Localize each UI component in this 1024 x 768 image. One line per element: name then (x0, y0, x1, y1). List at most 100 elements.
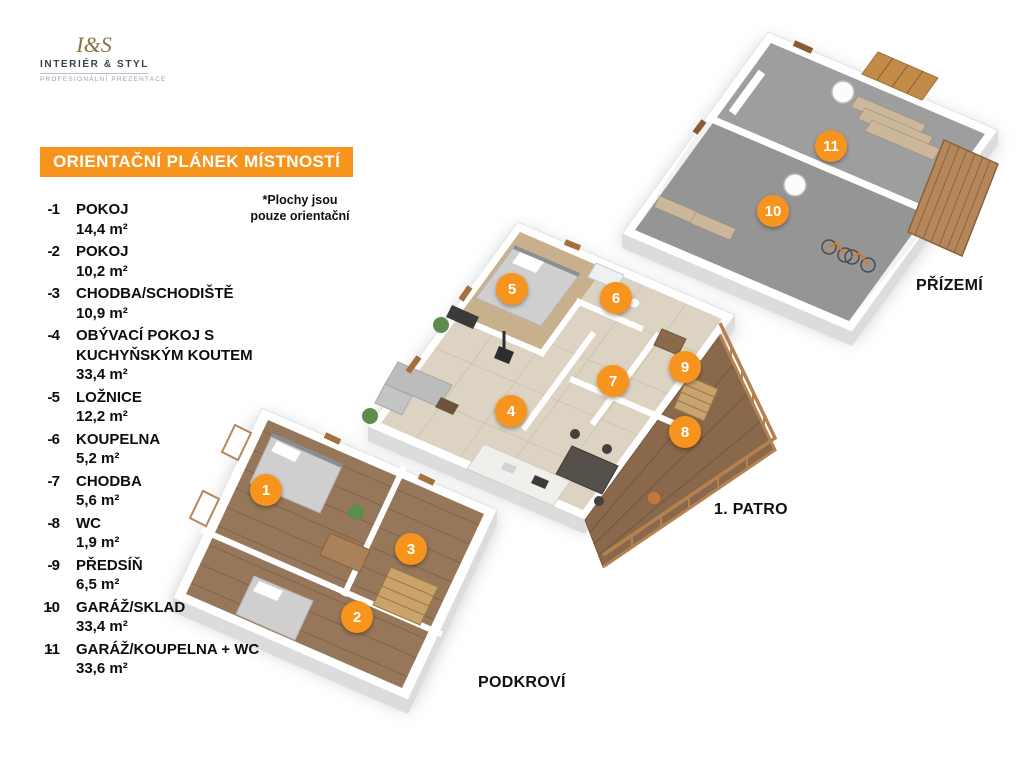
legend-room-area: 5,2 m² (76, 450, 120, 467)
staircase (861, 51, 939, 101)
legend-room-area: 10,9 m² (76, 304, 128, 322)
deck-chair (646, 490, 662, 506)
legend-room-area: 6,5 m² (76, 576, 120, 593)
room-marker-5: 5 (496, 273, 528, 305)
room-marker-8: 8 (669, 416, 701, 448)
floor-label-prizemi: PŘÍZEMÍ (916, 277, 983, 294)
legend-separator: - (47, 285, 53, 302)
legend-room-area: 10,2 m² (76, 262, 128, 280)
bed-room2 (235, 575, 314, 641)
legend-room-area: 33,4 m² (76, 618, 128, 635)
room-marker-3: 3 (395, 533, 427, 565)
logo-monogram: I&S (76, 32, 112, 57)
dormer-windows (188, 423, 253, 528)
legend-room-number: 3 (51, 285, 60, 302)
legend-room-name: KOUPELNA (76, 430, 161, 448)
window-frames (323, 432, 436, 486)
legend-room-number: 7 (51, 472, 60, 490)
legend-room-name: POKOJ (76, 243, 129, 260)
legend-room-area: 12,2 m² (76, 408, 128, 425)
legend-item-8: 8- WC 1,9 m² (40, 514, 268, 553)
legend-room-name: OBÝVACÍ POKOJ S KUCHYŇSKÝM KOUTEM (76, 327, 253, 364)
legend-item-3: 3- CHODBA/SCHODIŠTĚ 10,9 m² (40, 284, 268, 323)
legend-room-name: CHODBA/SCHODIŠTĚ (76, 285, 234, 302)
legend-separator: - (47, 201, 53, 218)
legend-room-number: 5 (51, 388, 60, 406)
wardrobe (319, 532, 371, 573)
entry-partition-wall (728, 69, 766, 116)
concrete-floor (635, 43, 985, 321)
logo-tagline: PROFESIONÁLNÍ PREZENTACE (40, 76, 167, 83)
legend-separator: - (47, 598, 53, 616)
room-marker-6: 6 (600, 282, 632, 314)
legend-room-area: 1,9 m² (76, 534, 120, 551)
stairs-down (673, 375, 719, 422)
legend-room-number: 4 (51, 327, 60, 344)
legend-room-number: 9 (51, 556, 60, 574)
room-marker-1: 1 (250, 474, 282, 506)
legend-separator: - (47, 327, 53, 344)
bed-room1 (249, 433, 343, 514)
garage-divider-wall (705, 113, 939, 219)
legend-room-area: 5,6 m² (76, 492, 120, 509)
legend-room-area: 33,6 m² (76, 660, 128, 677)
legend-room-number: 6 (51, 430, 60, 448)
potted-plant (433, 317, 449, 333)
terrace-railing (602, 322, 778, 569)
legend-room-area: 14,4 m² (76, 220, 128, 238)
legend-room-name: PŘEDSÍŇ (76, 556, 143, 574)
interior-walls (446, 297, 675, 432)
floor-slab-edge (173, 510, 497, 714)
room-marker-9: 9 (669, 351, 701, 383)
legend-item-6: 6- KOUPELNA 5,2 m² (40, 430, 268, 469)
floor-slab-edge (368, 315, 735, 534)
legend-separator: - (47, 472, 53, 490)
page-title: ORIENTAČNÍ PLÁNEK MÍSTNOSTÍ (40, 147, 354, 177)
wood-slat-wall (907, 138, 999, 258)
door-frame-2 (692, 119, 707, 135)
legend-separator: - (47, 243, 53, 260)
disclaimer-note: *Plochy jsou pouze orientační (250, 193, 350, 223)
wood-stove (494, 331, 514, 364)
room-marker-2: 2 (341, 601, 373, 633)
legend-room-number: 10 (43, 598, 60, 616)
legend-room-number: 1 (51, 201, 60, 218)
room-marker-10: 10 (757, 195, 789, 227)
coffee-table (435, 397, 459, 415)
legend-room-name: WC (76, 514, 101, 532)
legend-room-name: CHODBA (76, 472, 142, 490)
door-frame (792, 40, 814, 54)
logo-name: INTERIÉR & STYL (40, 59, 148, 74)
legend-item-1: 1- POKOJ 14,4 m² (40, 200, 268, 239)
legend-separator: - (47, 430, 53, 448)
legend-room-number: 2 (51, 243, 60, 260)
room-marker-7: 7 (597, 365, 629, 397)
legend-room-name: GARÁŽ/KOUPELNA + WC (76, 640, 260, 658)
wall-shelves (653, 195, 737, 241)
legend-item-4: 4- OBÝVACÍ POKOJ S KUCHYŇSKÝM KOUTEM 33,4 … (40, 326, 268, 385)
legend-separator: - (47, 556, 53, 574)
company-logo: I&S INTERIÉR & STYL PROFESIONÁLNÍ PREZEN… (40, 32, 167, 83)
tv-unit (446, 305, 479, 329)
potted-plant (348, 504, 364, 520)
legend-separator: - (47, 388, 53, 406)
legend-room-number: 8 (51, 514, 60, 532)
room-marker-4: 4 (495, 395, 527, 427)
kitchen-counter (466, 443, 571, 507)
bicycles (821, 239, 876, 273)
legend-item-2: 2- POKOJ 10,2 m² (40, 242, 268, 281)
potted-plant-2 (362, 408, 378, 424)
legend-room-name: POKOJ (76, 201, 129, 218)
floor-label-podkrovi: PODKROVÍ (478, 674, 566, 691)
legend-room-area: 33,4 m² (76, 366, 128, 383)
shelving-unit (850, 95, 941, 161)
legend-separator: - (47, 640, 53, 658)
staircase (372, 566, 439, 626)
legend-separator: - (47, 514, 53, 532)
